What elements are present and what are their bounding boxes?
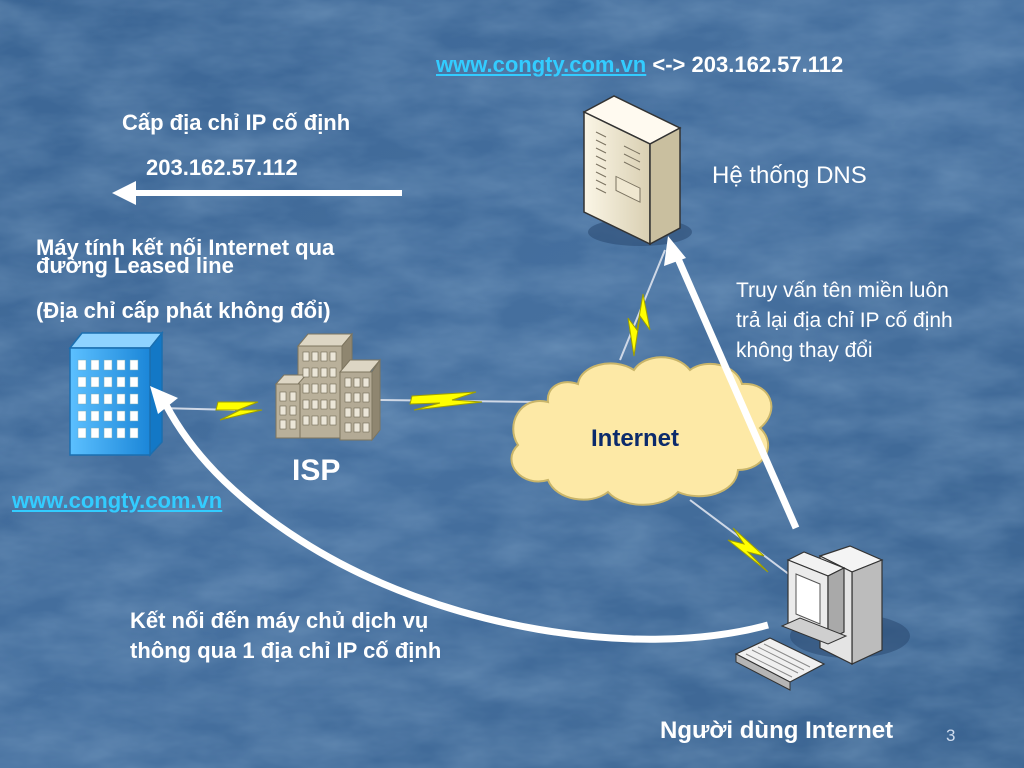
dns-query-arrowhead — [664, 236, 686, 266]
query-note: Truy vấn tên miền luôn trả lại địa chỉ I… — [736, 276, 953, 366]
lightning-icon — [727, 527, 769, 573]
connect-server-arrow — [162, 403, 769, 643]
lightning-icon — [627, 293, 651, 357]
office-building-icon — [68, 330, 164, 457]
dns-mapping-arrow: <-> — [652, 52, 686, 77]
connect-server-arrowhead — [150, 386, 178, 414]
assign-ip-value: 203.162.57.112 — [146, 155, 298, 180]
lightning-icon — [409, 391, 483, 411]
isp-building-icon — [274, 332, 382, 442]
dns-system-label: Hệ thống DNS — [712, 162, 867, 189]
dns-mapping-domain-link[interactable]: www.congty.com.vn — [436, 52, 647, 77]
query-note-line2: trả lại địa chỉ IP cố định — [736, 309, 953, 332]
dns-server-icon — [582, 95, 692, 246]
page-number: 3 — [946, 726, 956, 745]
query-note-line1: Truy vấn tên miền luôn — [736, 279, 949, 302]
internet-cloud-label: Internet — [591, 425, 680, 452]
leased-line-caption: Máy tính kết nối Internet qua đường Leas… — [36, 236, 334, 278]
query-note-line3: không thay đổi — [736, 339, 873, 362]
connect-note-line1: Kết nối đến máy chủ dịch vụ — [130, 608, 429, 633]
lightning-icon — [215, 401, 263, 421]
connect-note-line2: thông qua 1 địa chỉ IP cố định — [130, 638, 442, 663]
connect-note: Kết nối đến máy chủ dịch vụ thông qua 1 … — [130, 606, 441, 666]
assign-ip-label: Cấp địa chỉ IP cố định — [122, 110, 351, 135]
leased-line-line1: Máy tính kết nối Internet qua — [36, 235, 335, 260]
internet-cloud-icon — [510, 356, 773, 506]
server-domain-link[interactable]: www.congty.com.vn — [12, 488, 223, 513]
dns-mapping-ip: 203.162.57.112 — [691, 52, 844, 77]
internet-user-label: Người dùng Internet — [660, 717, 894, 744]
dns-query-arrow — [672, 252, 800, 530]
dns-mapping: www.congty.com.vn <-> 203.162.57.112 — [436, 52, 843, 78]
assign-ip-arrowhead — [112, 181, 136, 205]
isp-label: ISP — [292, 454, 341, 487]
user-computer-icon — [734, 545, 910, 691]
leased-line-line2: đường Leased line — [36, 253, 234, 278]
leased-line-note: (Địa chỉ cấp phát không đổi) — [36, 298, 331, 323]
